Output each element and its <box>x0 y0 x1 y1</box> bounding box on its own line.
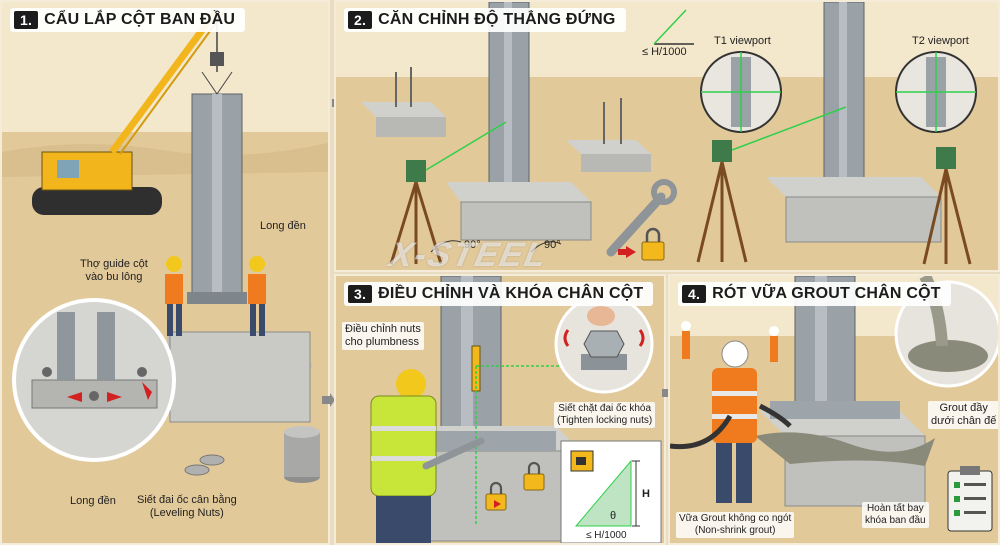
label-t1-viewport: T1 viewport <box>714 35 771 47</box>
washer-stack <box>184 426 320 483</box>
panel-2-title: 2. CĂN CHỈNH ĐỘ THẲNG ĐỨNG <box>344 8 626 32</box>
panel-1-illustration <box>2 2 328 543</box>
label-h: H <box>642 488 650 500</box>
label-grout-type: Vữa Grout không co ngót (Non-shrink grou… <box>676 512 795 538</box>
label-tolerance-bottom: ≤ H/1000 <box>586 530 627 541</box>
panel-3-illustration <box>336 276 664 543</box>
panel-3-title: 3. ĐIỀU CHỈNH VÀ KHÓA CHÂN CỘT <box>344 282 654 306</box>
arrow-right-icon-2 <box>322 393 335 407</box>
panel-step-2: 2. CĂN CHỈNH ĐỘ THẲNG ĐỨNG ≤ H/1000 T1 v… <box>334 0 1000 272</box>
panel-1-heading: CẨU LẮP CỘT BAN ĐẦU <box>44 11 236 28</box>
panel-step-3: 3. ĐIỀU CHỈNH VÀ KHÓA CHÂN CỘT Điều chỉn… <box>334 274 666 545</box>
total-station-icon <box>389 160 443 265</box>
wrench-icon <box>606 179 677 257</box>
panel-2-heading: CĂN CHỈNH ĐỘ THẲNG ĐỨNG <box>378 11 616 28</box>
panel-2-illustration <box>336 2 998 270</box>
label-long-den-bottom: Long đền <box>70 495 116 507</box>
total-station-icon-2 <box>696 140 748 263</box>
panel-3-number: 3. <box>348 285 373 303</box>
panel-1-number: 1. <box>14 11 39 29</box>
panel-2-number: 2. <box>348 11 373 29</box>
lock-icon-3 <box>523 461 545 491</box>
worker-right <box>248 256 266 336</box>
label-finish-lock: Hoàn tất bay khóa ban đầu <box>862 502 929 528</box>
laser-level-icon <box>570 450 594 472</box>
worker-left <box>165 256 183 336</box>
panel-4-number: 4. <box>682 285 707 303</box>
panel-1-title: 1. CẨU LẮP CỘT BAN ĐẦU <box>10 8 246 32</box>
label-adjust-nuts: Điều chỉnh nuts cho plumbness <box>342 322 424 350</box>
crane-icon <box>32 7 225 215</box>
panel-3-heading: ĐIỀU CHỈNH VÀ KHÓA CHÂN CỘT <box>378 285 644 302</box>
label-t2-viewport: T2 viewport <box>912 35 969 47</box>
clipboard-icon <box>947 466 993 532</box>
lock-icon <box>641 227 665 261</box>
label-grout-full: Grout đầy dưới chân đế <box>928 401 998 429</box>
label-theta: θ <box>610 510 617 522</box>
label-angle-1: 90° <box>464 239 481 251</box>
worker-yellow-vest <box>370 369 437 543</box>
total-station-icon-3 <box>922 147 972 265</box>
panel-step-4: 4. RÓT VỮA GROUT CHÂN CỘT Grout đầy dưới… <box>668 274 1000 545</box>
watermark-logo: X-STEEL <box>386 236 552 274</box>
label-long-den-top: Long đền <box>260 220 306 232</box>
label-angle-2: 90° <box>544 239 561 251</box>
label-tho-guide: Thợ guide cột vào bu lông <box>80 258 148 283</box>
label-tolerance-top: ≤ H/1000 <box>642 46 687 58</box>
panel-4-heading: RÓT VỮA GROUT CHÂN CỘT <box>712 285 941 302</box>
label-leveling-nuts: Siết đai ốc cân bằng (Leveling Nuts) <box>137 494 237 519</box>
panel-step-1: 1. CẨU LẮP CỘT BAN ĐẦU Long đền Thợ guid… <box>0 0 330 545</box>
label-tighten-nuts: Siết chặt đai ốc khóa (Tighten locking n… <box>554 402 656 428</box>
worker-orange-vest <box>712 340 757 503</box>
panel-4-title: 4. RÓT VỮA GROUT CHÂN CỘT <box>678 282 951 306</box>
